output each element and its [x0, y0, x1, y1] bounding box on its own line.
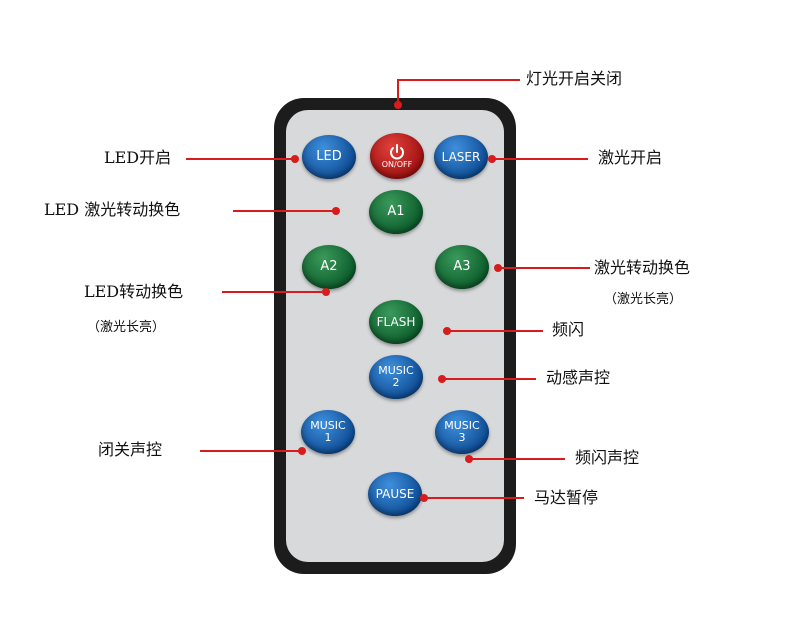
pause-label: PAUSE	[375, 486, 415, 501]
laser-on-pointer-line	[492, 158, 588, 160]
sound-off-pointer-line	[200, 450, 300, 452]
strobe-pointer-line	[447, 330, 543, 332]
laser-label: LASER	[441, 149, 481, 164]
on-off-label: ON/OFF	[381, 159, 413, 169]
laser-button[interactable]: LASER	[434, 135, 488, 179]
pause-button[interactable]: PAUSE	[368, 472, 422, 516]
sound-active-pointer-line	[442, 378, 536, 380]
sound-off-pointer-dot	[298, 447, 306, 455]
laser-change-annotation: 激光转动换色	[594, 258, 691, 277]
music-2-label: MUSIC	[378, 364, 414, 378]
led-laser-change-pointer-line	[233, 210, 333, 212]
led-button[interactable]: LED	[302, 135, 356, 179]
a3-label: A3	[453, 259, 471, 275]
power-pointer-dot	[394, 101, 402, 109]
music-3-number: 3	[458, 431, 466, 444]
music-3-button[interactable]: MUSIC 3	[435, 410, 489, 454]
led-laser-change-annotation: LED 激光转动换色	[44, 200, 181, 219]
led-on-pointer-line	[186, 158, 294, 160]
motor-pause-pointer-line	[424, 497, 524, 499]
laser-change-pointer-line	[498, 267, 590, 269]
led-change-pointer-dot	[322, 288, 330, 296]
a2-button[interactable]: A2	[302, 245, 356, 289]
laser-steady-right-note: （激光长亮）	[604, 292, 683, 307]
music-3-label: MUSIC	[444, 419, 480, 433]
laser-steady-left-note: （激光长亮）	[87, 320, 166, 335]
music-1-label: MUSIC	[310, 419, 346, 433]
music-2-number: 2	[392, 376, 400, 389]
strobe-sound-pointer-line	[469, 458, 565, 460]
motor-pause-annotation: 马达暂停	[534, 488, 599, 507]
a1-label: A1	[387, 204, 405, 220]
strobe-annotation: 频闪	[552, 320, 585, 339]
sound-active-annotation: 动感声控	[546, 368, 611, 387]
power-pointer-line-vertical	[397, 80, 399, 105]
sound-off-annotation: 闭关声控	[98, 440, 163, 459]
led-change-annotation: LED转动换色	[84, 282, 184, 301]
flash-label: FLASH	[376, 314, 416, 329]
power-pointer-line	[397, 79, 520, 81]
flash-button[interactable]: FLASH	[369, 300, 423, 344]
a1-button[interactable]: A1	[369, 190, 423, 234]
led-change-pointer-line	[222, 291, 322, 293]
on-off-button[interactable]: ON/OFF	[370, 133, 424, 179]
music-1-button[interactable]: MUSIC 1	[301, 410, 355, 454]
led-laser-change-pointer-dot	[332, 207, 340, 215]
strobe-sound-annotation: 频闪声控	[575, 448, 640, 467]
music-2-button[interactable]: MUSIC 2	[369, 355, 423, 399]
power-annotation: 灯光开启关闭	[526, 69, 623, 88]
music-1-number: 1	[324, 431, 332, 444]
a3-button[interactable]: A3	[435, 245, 489, 289]
led-on-pointer-dot	[291, 155, 299, 163]
laser-on-annotation: 激光开启	[598, 148, 663, 167]
led-on-annotation: LED开启	[104, 148, 172, 167]
a2-label: A2	[320, 259, 338, 275]
led-label: LED	[316, 149, 342, 165]
power-icon	[390, 143, 404, 160]
